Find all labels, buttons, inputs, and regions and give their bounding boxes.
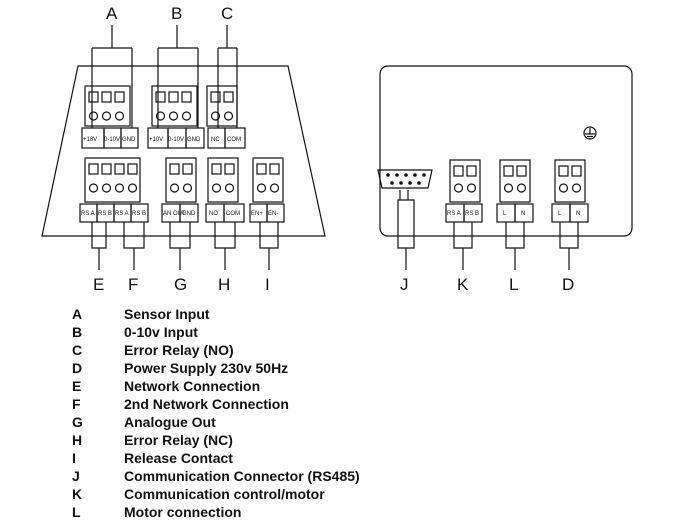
term-relay-bottom-2: COM bbox=[226, 211, 240, 217]
term-input-1: +10V bbox=[149, 137, 163, 143]
term-power-1: L bbox=[558, 211, 562, 217]
callout-a: A bbox=[106, 4, 118, 23]
callout-b: B bbox=[171, 4, 182, 23]
term-release-2: EN- bbox=[268, 211, 278, 217]
legend-key: A bbox=[72, 306, 83, 322]
legend-desc: 0-10v Input bbox=[124, 324, 198, 340]
callout-i: I bbox=[265, 275, 270, 294]
callout-h: H bbox=[218, 275, 230, 294]
ground-icon bbox=[583, 126, 597, 140]
legend-desc: Communication Connector (RS485) bbox=[124, 468, 360, 484]
term-analogue-1: AN OUT bbox=[163, 211, 186, 217]
term-power-2: N bbox=[576, 211, 580, 217]
legend-key: J bbox=[72, 468, 80, 484]
term-relay-top-2: COM bbox=[227, 137, 241, 143]
legend-key: B bbox=[72, 324, 83, 340]
legend-desc: Sensor Input bbox=[124, 306, 210, 322]
legend-key: L bbox=[72, 504, 81, 520]
term-relay-bottom-1: NO bbox=[209, 211, 218, 217]
callout-e: E bbox=[93, 275, 104, 294]
term-relay-top-1: NC bbox=[211, 137, 220, 143]
term-sensor-1: +18V bbox=[83, 137, 97, 143]
term-analogue-2: GND bbox=[182, 211, 196, 217]
legend-desc: Communication control/motor bbox=[124, 486, 325, 502]
legend-key: K bbox=[72, 486, 83, 502]
term-sensor-3: GND bbox=[122, 137, 136, 143]
legend-key: C bbox=[72, 342, 83, 358]
callout-k: K bbox=[457, 275, 469, 294]
legend-desc: Power Supply 230v 50Hz bbox=[124, 360, 289, 376]
callout-l: L bbox=[509, 275, 518, 294]
legend-desc: 2nd Network Connection bbox=[124, 396, 289, 412]
legend-desc: Error Relay (NO) bbox=[124, 342, 234, 358]
callout-c: C bbox=[221, 4, 233, 23]
diagram-canvas: A B C E F G H I J K L D +18V 0-10V GND +… bbox=[41, 4, 633, 294]
term-network-3: RS A bbox=[115, 211, 129, 217]
callout-j: J bbox=[400, 275, 409, 294]
callout-d: D bbox=[562, 275, 574, 294]
legend-key: D bbox=[72, 360, 83, 376]
db9-connector-shape bbox=[377, 169, 433, 189]
legend-desc: Error Relay (NC) bbox=[124, 432, 233, 448]
legend-key: F bbox=[72, 396, 81, 412]
term-sensor-2: 0-10V bbox=[104, 137, 120, 143]
legend-desc: Analogue Out bbox=[124, 414, 216, 430]
term-comm-2: RS B bbox=[465, 211, 479, 217]
legend-desc: Motor connection bbox=[124, 504, 242, 520]
callout-f: F bbox=[128, 275, 138, 294]
term-comm-1: RS A bbox=[447, 211, 461, 217]
term-network-4: RS B bbox=[132, 211, 146, 217]
term-input-3: GND bbox=[187, 137, 201, 143]
legend-key: I bbox=[72, 450, 76, 466]
legend-key: G bbox=[72, 414, 83, 430]
term-network-2: RS B bbox=[98, 211, 112, 217]
term-motor-1: L bbox=[503, 211, 507, 217]
callout-g: G bbox=[174, 275, 187, 294]
legend-key: E bbox=[72, 378, 82, 394]
legend-key: H bbox=[72, 432, 83, 448]
term-network-1: RS A bbox=[81, 211, 95, 217]
term-input-2: 0-10V bbox=[168, 137, 184, 143]
legend-desc: Network Connection bbox=[124, 378, 261, 394]
term-release-1: EN+ bbox=[251, 211, 263, 217]
legend-desc: Release Contact bbox=[124, 450, 233, 466]
term-motor-2: N bbox=[521, 211, 525, 217]
